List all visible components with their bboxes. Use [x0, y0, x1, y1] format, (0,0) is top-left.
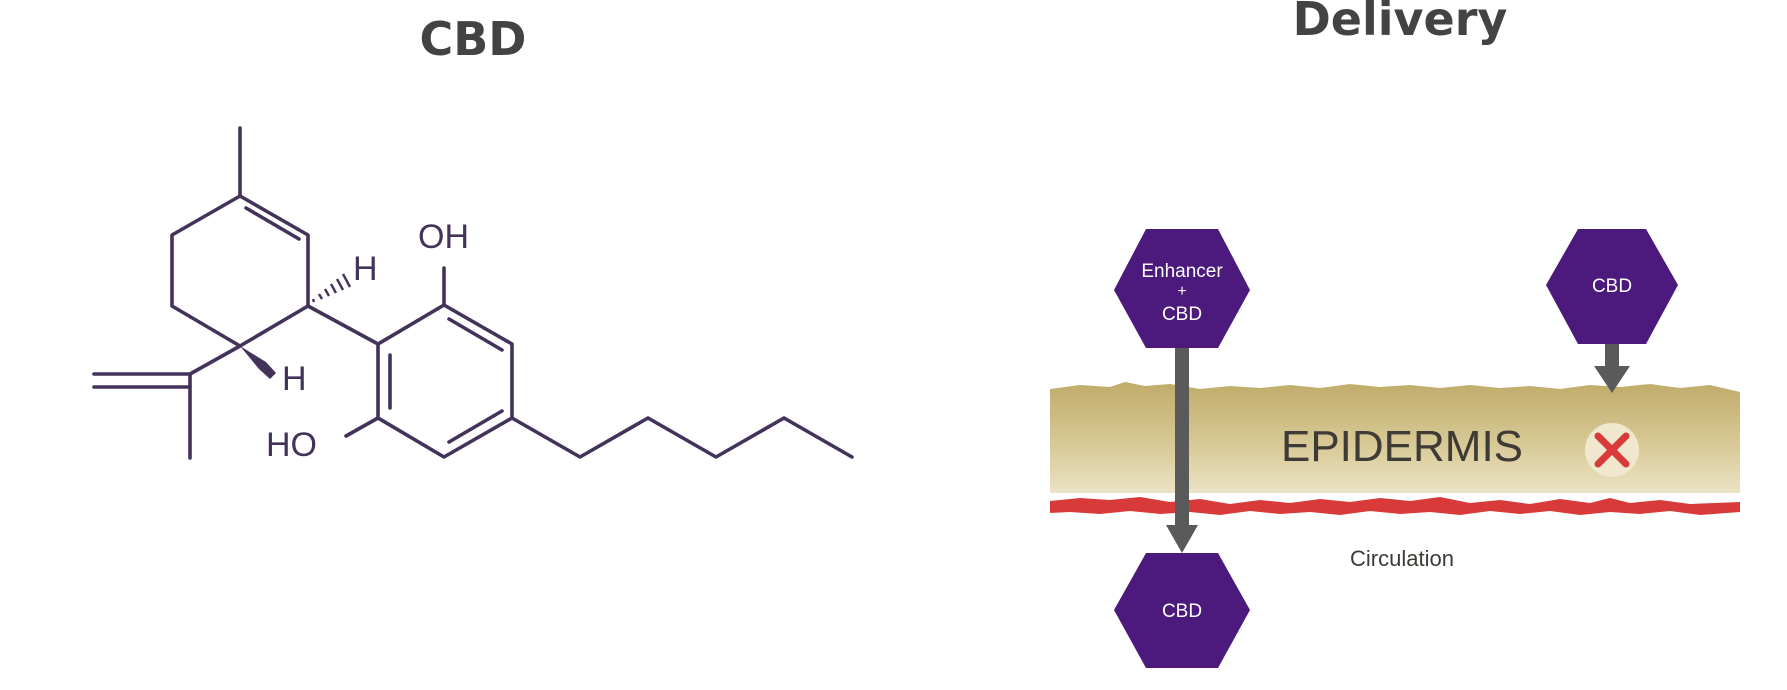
ring-cyclohexene	[170, 194, 310, 348]
bond-ho-left	[344, 416, 380, 438]
penetration-arrow	[1166, 340, 1198, 553]
label-oh-top: OH	[418, 218, 469, 256]
circulation-label: Circulation	[1350, 546, 1454, 571]
hex-enhancer-line1: Enhancer	[1141, 261, 1223, 282]
hexagon-cbd-bottom	[1114, 553, 1250, 668]
ring-aromatic	[376, 303, 514, 459]
bond-aromatic-inner-1	[447, 317, 504, 352]
hex-cbd-bottom-label: CBD	[1162, 601, 1202, 622]
wedge-bond	[240, 346, 276, 379]
epidermis-label: EPIDERMIS	[1281, 422, 1523, 471]
bond-aromatic-inner-2	[447, 409, 504, 444]
hex-cbd-top-label: CBD	[1592, 276, 1632, 297]
cbd-title: CBD	[419, 12, 527, 66]
hex-enhancer-line3: CBD	[1162, 304, 1202, 325]
hexagon-cbd-top	[1546, 229, 1678, 344]
label-ho-left: HO	[266, 426, 317, 464]
delivery-title: Delivery	[1292, 0, 1508, 46]
epidermis-layer	[1050, 382, 1740, 493]
blocked-arrow	[1594, 344, 1630, 393]
hexagon-enhancer-cbd	[1114, 229, 1250, 348]
bond-pentyl-chain	[510, 416, 854, 459]
label-h-upper: H	[353, 250, 378, 288]
bond-ring-link	[306, 304, 380, 346]
circulation-line	[1050, 497, 1740, 515]
x-mark-icon	[1585, 423, 1639, 477]
bond-isopropenyl	[188, 344, 242, 376]
cbd-molecule	[92, 126, 854, 460]
hashed-bond	[311, 273, 352, 303]
label-h-lower: H	[282, 360, 307, 398]
hex-enhancer-line2: +	[1177, 283, 1186, 300]
bond-ring-double	[244, 206, 301, 241]
